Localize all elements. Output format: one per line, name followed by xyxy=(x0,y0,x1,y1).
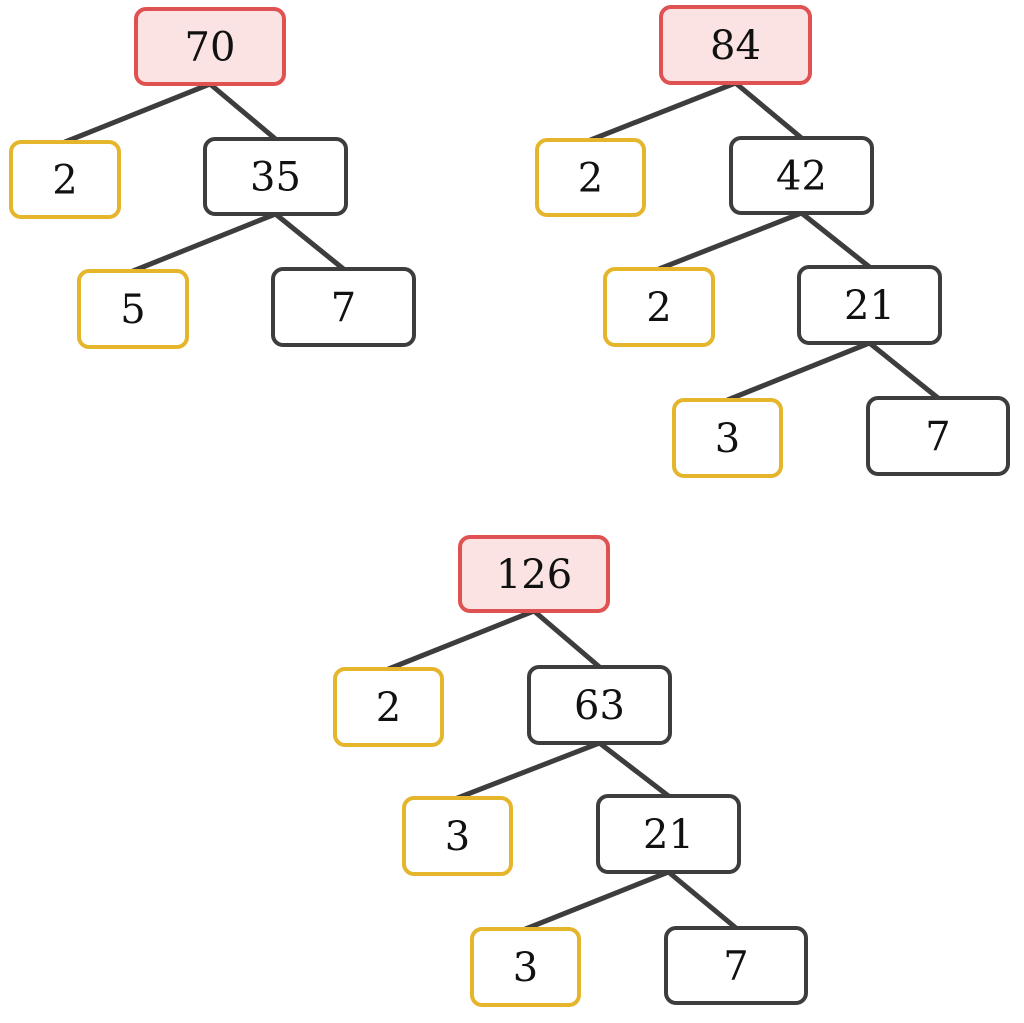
prime-node-3: 3 xyxy=(402,796,513,876)
node-label: 3 xyxy=(715,416,740,462)
nodes-layer: 70 2 35 5 7 84 2 42 2 21 3 7 126 2 63 3 21 3 7 xyxy=(9,5,1010,1007)
edge-n63-n21b xyxy=(597,740,671,799)
node-box xyxy=(797,265,942,345)
composite-node-21: 21 xyxy=(797,265,942,345)
edge-n21a-n7b xyxy=(867,340,941,401)
edge-n35-n7a xyxy=(273,211,346,272)
edge-n42-n2c xyxy=(656,210,804,272)
node-label: 7 xyxy=(723,944,748,990)
node-box xyxy=(603,267,715,347)
node-label: 63 xyxy=(574,683,625,729)
node-label: 2 xyxy=(52,158,77,204)
node-label: 2 xyxy=(646,285,671,331)
edge-n21a-n3a xyxy=(725,340,872,403)
node-box xyxy=(664,926,808,1005)
tree-70: 70 2 35 5 7 xyxy=(9,7,416,349)
node-box xyxy=(866,396,1010,476)
node-box xyxy=(527,665,672,745)
root-node-126: 126 xyxy=(458,535,610,613)
edge-n21b-n7c xyxy=(666,869,739,931)
node-label: 2 xyxy=(578,156,603,202)
node-label: 42 xyxy=(776,154,827,200)
node-label: 3 xyxy=(445,814,470,860)
node-label: 126 xyxy=(496,552,572,598)
node-box xyxy=(203,137,348,216)
edge-n70-n35 xyxy=(207,81,278,142)
edge-n84-n2b xyxy=(588,80,738,143)
node-label: 2 xyxy=(376,685,401,731)
prime-node-5: 5 xyxy=(77,269,189,349)
composite-node-7: 7 xyxy=(866,396,1010,476)
node-box xyxy=(672,398,783,478)
node-label: 21 xyxy=(844,283,895,329)
node-box xyxy=(134,7,286,86)
node-label: 70 xyxy=(185,25,236,71)
edge-n126-n63 xyxy=(531,608,602,670)
composite-node-35: 35 xyxy=(203,137,348,216)
root-node-84: 84 xyxy=(659,5,812,85)
node-label: 7 xyxy=(331,285,356,331)
edge-n42-n21a xyxy=(799,210,872,270)
prime-node-2: 2 xyxy=(603,267,715,347)
tree-126: 126 2 63 3 21 3 7 xyxy=(333,535,808,1007)
composite-node-63: 63 xyxy=(527,665,672,745)
node-label: 21 xyxy=(643,812,694,858)
node-box xyxy=(458,535,610,613)
node-label: 3 xyxy=(513,945,538,991)
prime-node-3: 3 xyxy=(470,927,581,1007)
node-box xyxy=(729,136,874,215)
prime-node-3: 3 xyxy=(672,398,783,478)
edge-n84-n42 xyxy=(733,80,804,141)
edges-layer xyxy=(62,80,941,932)
prime-node-2: 2 xyxy=(9,140,121,219)
node-box xyxy=(333,667,444,747)
node-box xyxy=(402,796,513,876)
composite-node-7: 7 xyxy=(271,267,416,347)
node-box xyxy=(470,927,581,1007)
node-box xyxy=(77,269,189,349)
node-box xyxy=(271,267,416,347)
prime-node-2: 2 xyxy=(535,138,646,217)
node-box xyxy=(596,794,741,874)
edge-n126-n2d xyxy=(386,608,537,672)
node-label: 5 xyxy=(120,287,145,333)
edge-n63-n3b xyxy=(455,740,602,801)
composite-node-42: 42 xyxy=(729,136,874,215)
edge-n35-n5 xyxy=(130,211,278,274)
node-box xyxy=(9,140,121,219)
composite-node-7: 7 xyxy=(664,926,808,1005)
node-label: 84 xyxy=(710,23,761,69)
edge-n70-n2a xyxy=(62,81,213,145)
node-label: 7 xyxy=(925,414,950,460)
node-box xyxy=(659,5,812,85)
composite-node-21: 21 xyxy=(596,794,741,874)
node-label: 35 xyxy=(250,155,301,201)
root-node-70: 70 xyxy=(134,7,286,86)
tree-84: 84 2 42 2 21 3 7 xyxy=(535,5,1010,478)
prime-node-2: 2 xyxy=(333,667,444,747)
node-box xyxy=(535,138,646,217)
edge-n21b-n3c xyxy=(523,869,671,932)
